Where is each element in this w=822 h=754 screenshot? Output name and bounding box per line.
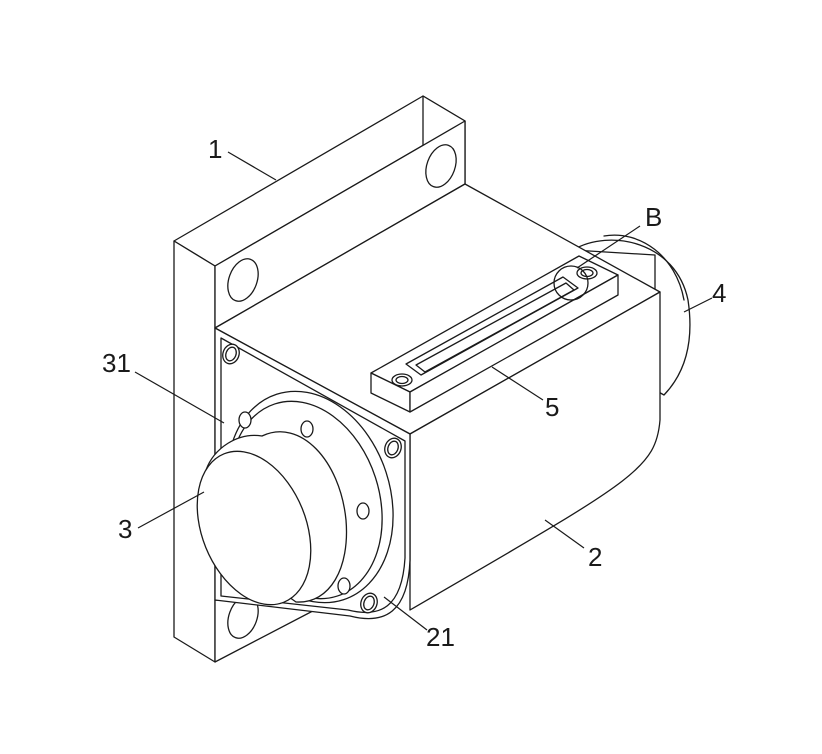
leader-lines bbox=[134, 151, 713, 631]
label-rear-cap: 4 bbox=[712, 278, 726, 308]
label-housing-rim: 21 bbox=[426, 622, 455, 652]
label-mounting-plate: 1 bbox=[208, 134, 222, 164]
housing-side-face bbox=[409, 291, 661, 611]
plate-hole-top-right bbox=[425, 144, 457, 188]
rear-cap bbox=[572, 234, 691, 396]
housing-rim bbox=[220, 337, 406, 614]
callout-labels: 1 31 3 B 4 5 2 21 bbox=[102, 134, 726, 652]
top-rail bbox=[370, 255, 619, 413]
housing-bolts bbox=[222, 343, 402, 614]
label-top-rail: 5 bbox=[545, 392, 559, 422]
plate-hole-top-left bbox=[227, 258, 259, 302]
mounting-plate bbox=[173, 95, 466, 663]
label-front-flange: 31 bbox=[102, 348, 131, 378]
label-detail-b: B bbox=[645, 202, 662, 232]
label-housing: 2 bbox=[588, 542, 602, 572]
front-cap bbox=[196, 431, 348, 606]
detail-b-circle bbox=[553, 265, 589, 301]
label-front-cap: 3 bbox=[118, 514, 132, 544]
